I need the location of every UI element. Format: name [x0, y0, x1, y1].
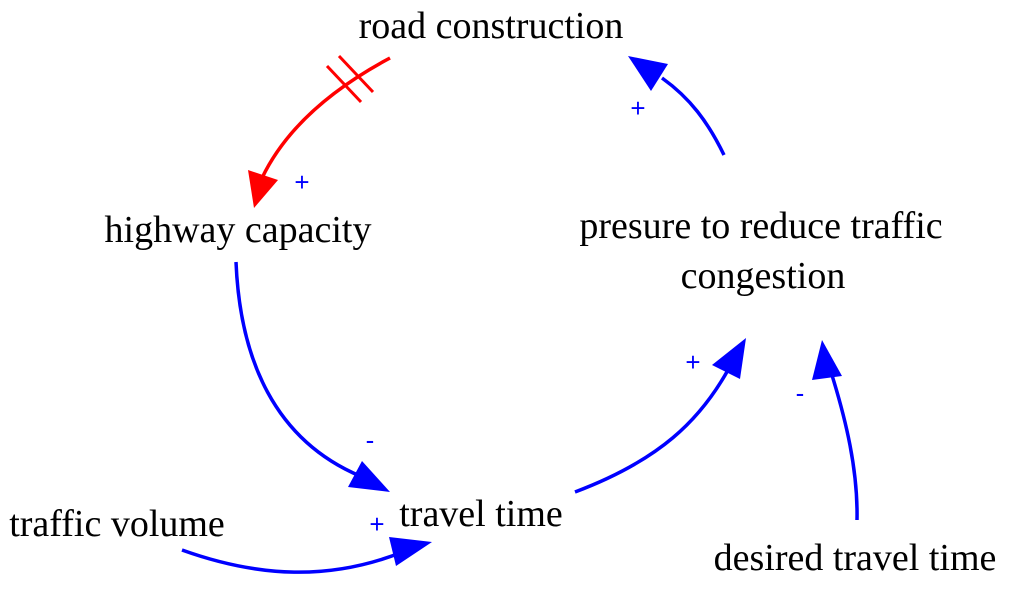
polarity-pressure-to-road: +: [630, 93, 646, 123]
node-highway-capacity: highway capacity: [104, 209, 372, 251]
delay-mark: [325, 54, 375, 104]
arrowhead-road-to-capacity: [248, 170, 278, 208]
arrowhead-pressure-to-road: [628, 56, 668, 91]
node-traffic-volume: traffic volume: [9, 503, 225, 545]
node-pressure-line-1: presure to reduce traffic: [579, 205, 943, 247]
arrowhead-volume-to-travel: [389, 537, 432, 566]
arrowhead-desired-to-pressure: [812, 340, 842, 380]
link-travel-to-pressure: [574, 369, 730, 494]
polarity-road-to-capacity: +: [294, 167, 310, 197]
link-pressure-to-road: [660, 76, 726, 156]
node-travel-time: travel time: [399, 493, 563, 535]
arrowhead-travel-to-pressure: [712, 338, 746, 379]
node-pressure-line-2: congestion: [680, 255, 846, 297]
node-desired-travel-time: desired travel time: [713, 537, 997, 579]
arrowhead-capacity-to-travel: [348, 461, 390, 492]
polarity-volume-to-travel: +: [369, 509, 385, 539]
link-capacity-to-travel: [234, 261, 361, 478]
polarity-travel-to-pressure: +: [685, 347, 701, 377]
node-road-construction: road construction: [358, 5, 624, 47]
polarity-capacity-to-travel: -: [365, 425, 375, 455]
polarity-desired-to-pressure: -: [795, 378, 805, 408]
link-desired-to-pressure: [829, 371, 859, 521]
link-volume-to-travel: [181, 548, 401, 574]
link-road-to-capacity: [260, 56, 391, 179]
